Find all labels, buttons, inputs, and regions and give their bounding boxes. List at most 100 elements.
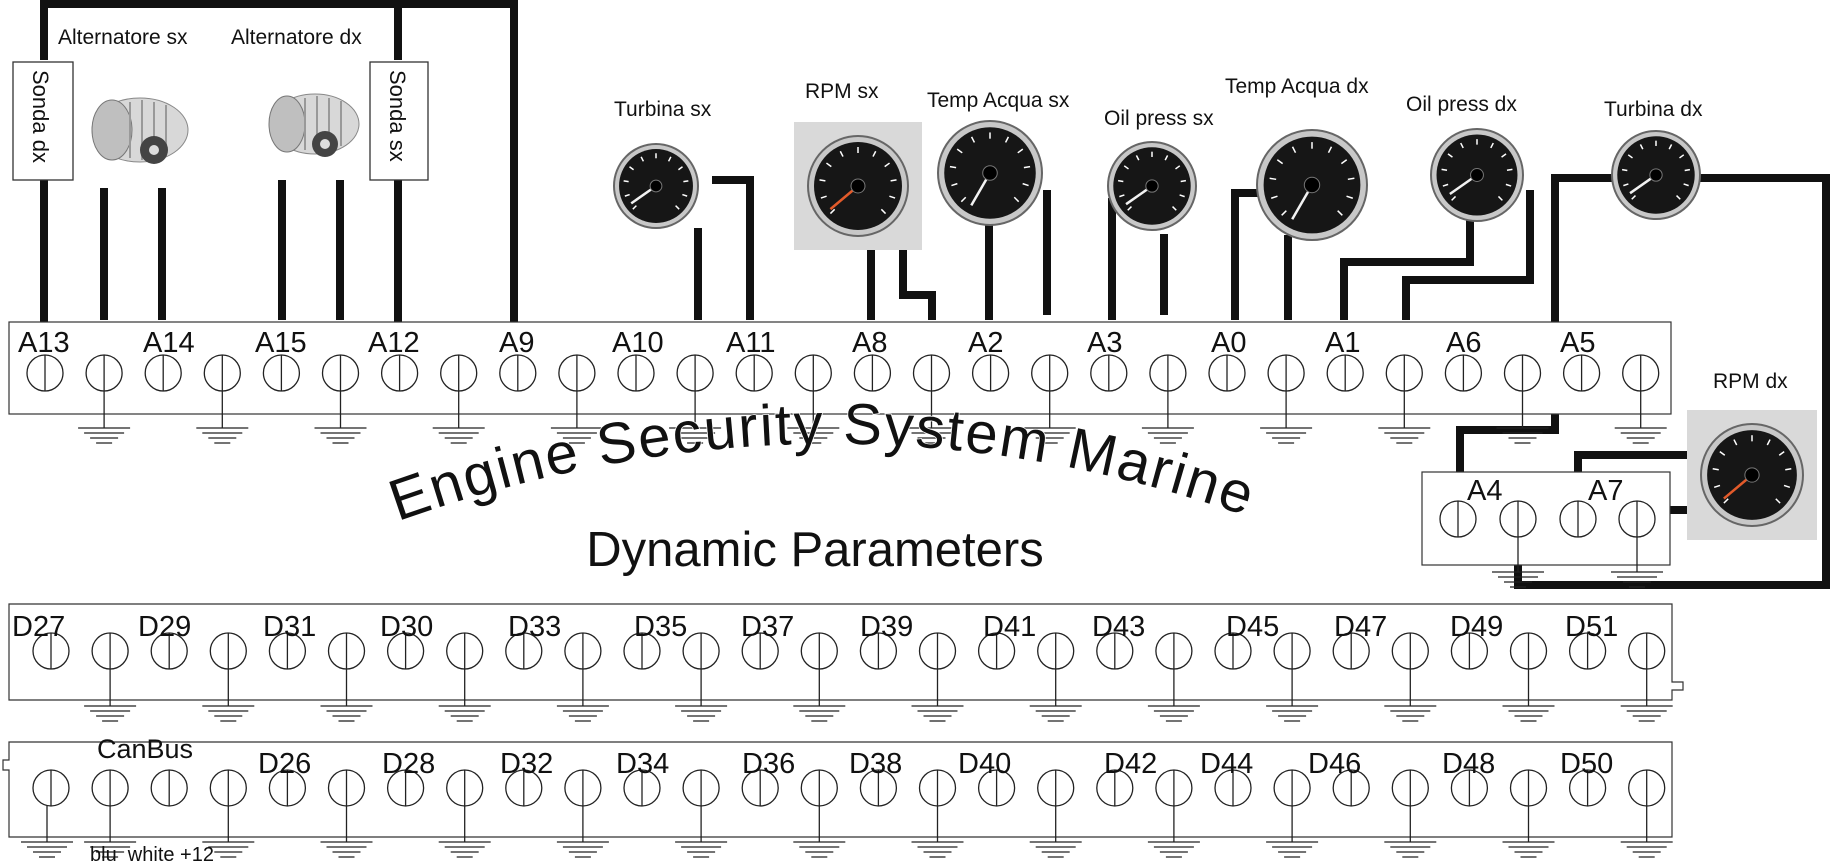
analog-terminal [1031,354,1069,392]
ground-symbol [1378,391,1431,444]
analog-terminal [262,354,301,392]
ground-symbol [202,669,255,722]
ground-symbol [1266,669,1319,722]
temp-acqua-dx-gauge [1256,129,1368,241]
analog-terminal [1149,354,1187,392]
digital2-label-d44: D44 [1200,748,1253,780]
canbus-label: CanBus [97,734,193,764]
digital1-terminal [1628,632,1666,670]
analog-terminal [440,354,478,392]
ground-symbol [793,806,846,858]
digital2-label-d48: D48 [1442,748,1495,780]
oil-press-dx-label: Oil press dx [1406,93,1517,116]
analog-label-a10: A10 [612,327,664,359]
ground-symbol [320,669,373,722]
ground-symbol [1492,537,1544,588]
turbina-dx-gauge [1611,130,1701,220]
ground-symbols [21,391,1673,858]
rpm-dx-gauge [1687,410,1817,540]
aux-terminal [1618,500,1656,538]
digital2-terminal [1391,769,1429,807]
gauges [613,120,1817,540]
digital2-label-d36: D36 [742,748,795,780]
digital2-terminal [150,769,188,807]
digital2-label-d38: D38 [849,748,902,780]
digital2-terminal [859,769,898,807]
analog-terminal [203,354,241,392]
digital1-terminal [327,632,366,670]
digital2-terminal [505,769,543,807]
ground-symbol [1029,669,1082,722]
digital2-terminal [1509,769,1548,807]
digital1-label-d45: D45 [1226,611,1279,643]
analog-terminal [499,354,537,392]
digital2-terminal [1214,769,1252,807]
temp-acqua-sx-gauge [937,120,1043,226]
ground-symbol [911,806,964,858]
digital2-terminal [1450,769,1489,807]
oil-press-sx-label: Oil press sx [1104,107,1214,130]
analog-label-a12: A12 [368,327,420,359]
canbus-wires-label: blu white +12 [90,844,214,866]
digital1-label-d43: D43 [1092,611,1145,643]
aux-terminal [1499,500,1537,538]
analog-label-a11: A11 [726,327,775,359]
digital1-label-d33: D33 [508,611,561,643]
digital1-terminal [386,632,425,670]
digital1-terminal [977,632,1016,670]
temp-acqua-sx-label: Temp Acqua sx [927,89,1070,112]
analog-label-a1: A1 [1325,327,1360,359]
ground-symbol [1502,669,1555,722]
digital1-label-d30: D30 [380,611,433,643]
digital2-terminal [741,769,779,807]
ground-symbol [793,669,846,722]
analog-label-a15: A15 [255,327,307,359]
ground-symbol [438,806,491,858]
digital2-label-d28: D28 [382,748,435,780]
analog-label-a5: A5 [1560,327,1595,359]
sonda-sx-label: Sonda sx [385,70,410,162]
digital2-label-d26: D26 [258,748,311,780]
digital1-label-d37: D37 [741,611,794,643]
analog-terminal [853,354,892,392]
ground-symbol [787,391,840,444]
ground-symbol [1620,669,1673,722]
ground-symbol [196,391,249,444]
analog-label-a0: A0 [1211,327,1246,359]
analog-label-a6: A6 [1446,327,1481,359]
ground-symbol [669,391,722,444]
digital1-terminal [1214,632,1252,670]
analog-terminal [558,354,596,392]
analog-terminal [1562,354,1601,392]
ground-symbol [911,669,964,722]
digital2-terminal [327,769,366,807]
analog-terminal [1444,354,1483,392]
analog-terminal [26,354,64,392]
digital2-label-d32: D32 [500,748,553,780]
aux-label-a7: A7 [1588,475,1623,507]
digital1-label-d47: D47 [1334,611,1387,643]
analog-label-a9: A9 [499,327,534,359]
digital1-terminal [505,632,543,670]
rpm-sx-gauge [794,122,922,250]
digital1-terminal [32,632,70,670]
ground-symbol [1614,391,1667,444]
digital2-terminal [1155,769,1193,807]
digital2-terminal [918,769,957,807]
digital1-label-d41: D41 [983,611,1036,643]
digital2-terminal [1037,769,1075,807]
aux-label-a4: A4 [1467,475,1502,507]
analog-terminal [1208,354,1246,392]
analog-label-a2: A2 [968,327,1003,359]
ground-symbol [1384,806,1437,858]
ground-symbol [78,391,131,444]
wire-turbina-dx-a [1456,174,1615,472]
ground-symbol [314,391,367,444]
turbina-sx-label: Turbina sx [614,98,712,121]
digital1-terminal [1509,632,1548,670]
ground-symbol [556,669,609,722]
